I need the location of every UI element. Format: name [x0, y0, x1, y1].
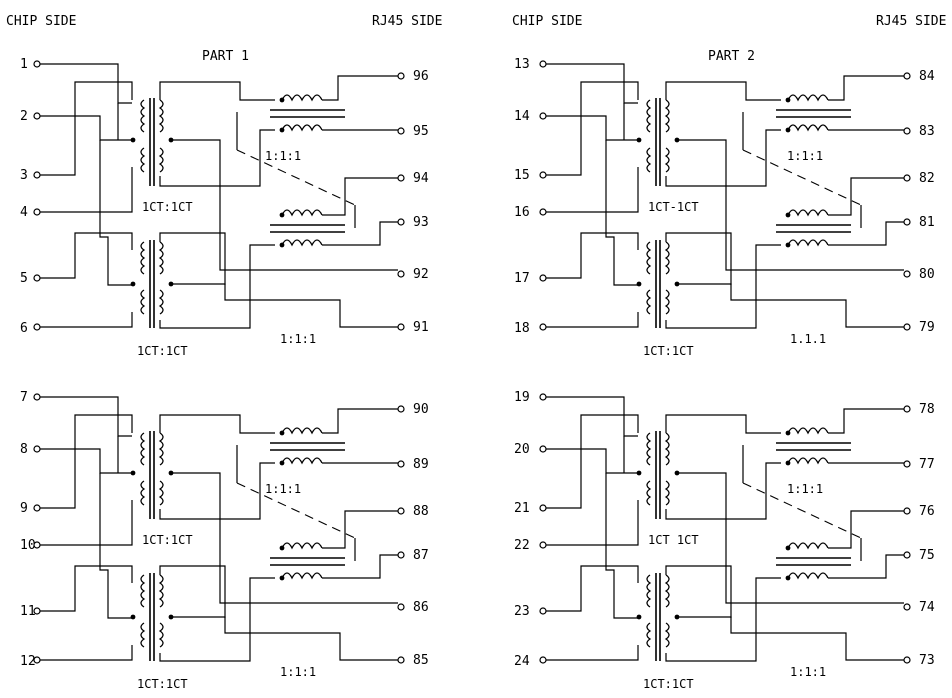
transformer-block: 19 20 21 22 23 24 78 77 76 75 74 73 1:1:…: [514, 390, 935, 691]
rj45-pin-label: 86: [413, 600, 429, 615]
transformer-block: 7 8 9 10 11 12 90 89 88 87 86 85 1:1:1 1…: [20, 390, 429, 691]
chip-pin-label: 8: [20, 442, 28, 457]
chip-pin-label: 3: [20, 168, 28, 183]
ct-ratio-label: 1CT 1CT: [648, 533, 699, 547]
circuit-lines: [539, 393, 911, 664]
chip-pin-label: 22: [514, 538, 530, 553]
chip-pin-label: 15: [514, 168, 530, 183]
rj45-pin-label: 96: [413, 69, 429, 84]
rj45-pin-label: 89: [413, 457, 429, 472]
circuit-lines: [539, 60, 911, 331]
chip-pin-label: 7: [20, 390, 28, 405]
ratio-label: 1:1:1: [265, 482, 301, 496]
ct-ratio-label: 1CT:1CT: [643, 344, 694, 358]
chip-pin-label: 12: [20, 654, 36, 669]
chip-pin-label: 19: [514, 390, 530, 405]
rj45-pin-label: 94: [413, 171, 429, 186]
rj45-pin-label: 78: [919, 402, 935, 417]
ct-ratio-label: 1CT:1CT: [643, 677, 694, 691]
part-title: PART 1: [202, 49, 249, 64]
rj45-pin-label: 75: [919, 548, 935, 563]
transformer-block: PART 2 13 14 15 16 17 18 84 83 82 81 80 …: [514, 49, 935, 358]
rj45-pin-label: 84: [919, 69, 935, 84]
chip-pin-label: 17: [514, 271, 530, 286]
right-chip-side-header: CHIP SIDE: [512, 14, 582, 29]
rj45-pin-label: 74: [919, 600, 935, 615]
rj45-pin-label: 83: [919, 124, 935, 139]
chip-pin-label: 13: [514, 57, 530, 72]
ratio-label: 1:1:1: [787, 482, 823, 496]
rj45-pin-label: 92: [413, 267, 429, 282]
rj45-pin-label: 76: [919, 504, 935, 519]
chip-pin-label: 14: [514, 109, 530, 124]
rj45-pin-label: 85: [413, 653, 429, 668]
ct-ratio-label: 1CT:1CT: [142, 533, 193, 547]
rj45-pin-label: 90: [413, 402, 429, 417]
right-rj45-side-header: RJ45 SIDE: [876, 14, 946, 29]
circuit-lines: [33, 393, 405, 664]
ratio-label: 1:1:1: [280, 332, 316, 346]
chip-pin-label: 6: [20, 321, 28, 336]
chip-pin-label: 23: [514, 604, 530, 619]
rj45-pin-label: 80: [919, 267, 935, 282]
chip-pin-label: 2: [20, 109, 28, 124]
part-title: PART 2: [708, 49, 755, 64]
rj45-pin-label: 95: [413, 124, 429, 139]
circuit-lines: [33, 60, 405, 331]
rj45-pin-label: 73: [919, 653, 935, 668]
chip-pin-label: 4: [20, 205, 28, 220]
chip-pin-label: 21: [514, 501, 530, 516]
rj45-pin-label: 93: [413, 215, 429, 230]
chip-pin-label: 9: [20, 501, 28, 516]
ratio-label: 1:1:1: [265, 149, 301, 163]
chip-pin-label: 1: [20, 57, 28, 72]
rj45-pin-label: 81: [919, 215, 935, 230]
ratio-label: 1:1:1: [280, 665, 316, 679]
left-rj45-side-header: RJ45 SIDE: [372, 14, 442, 29]
ratio-label: 1:1:1: [787, 149, 823, 163]
ratio-label: 1.1.1: [790, 332, 826, 346]
chip-pin-label: 24: [514, 654, 530, 669]
rj45-pin-label: 77: [919, 457, 935, 472]
ct-ratio-label: 1CT:1CT: [137, 344, 188, 358]
ct-ratio-label: 1CT:1CT: [137, 677, 188, 691]
chip-pin-label: 5: [20, 271, 28, 286]
left-chip-side-header: CHIP SIDE: [6, 14, 76, 29]
ct-ratio-label: 1CT:1CT: [142, 200, 193, 214]
rj45-pin-label: 91: [413, 320, 429, 335]
chip-pin-label: 11: [20, 604, 36, 619]
transformer-block: PART 1 1 2 3 4 5 6 96 95 94 93 92 91 1:1…: [20, 49, 429, 358]
chip-pin-label: 16: [514, 205, 530, 220]
rj45-pin-label: 82: [919, 171, 935, 186]
rj45-pin-label: 87: [413, 548, 429, 563]
chip-pin-label: 10: [20, 538, 36, 553]
ratio-label: 1:1:1: [790, 665, 826, 679]
chip-pin-label: 20: [514, 442, 530, 457]
chip-pin-label: 18: [514, 321, 530, 336]
rj45-pin-label: 88: [413, 504, 429, 519]
ct-ratio-label: 1CT-1CT: [648, 200, 699, 214]
rj45-pin-label: 79: [919, 320, 935, 335]
